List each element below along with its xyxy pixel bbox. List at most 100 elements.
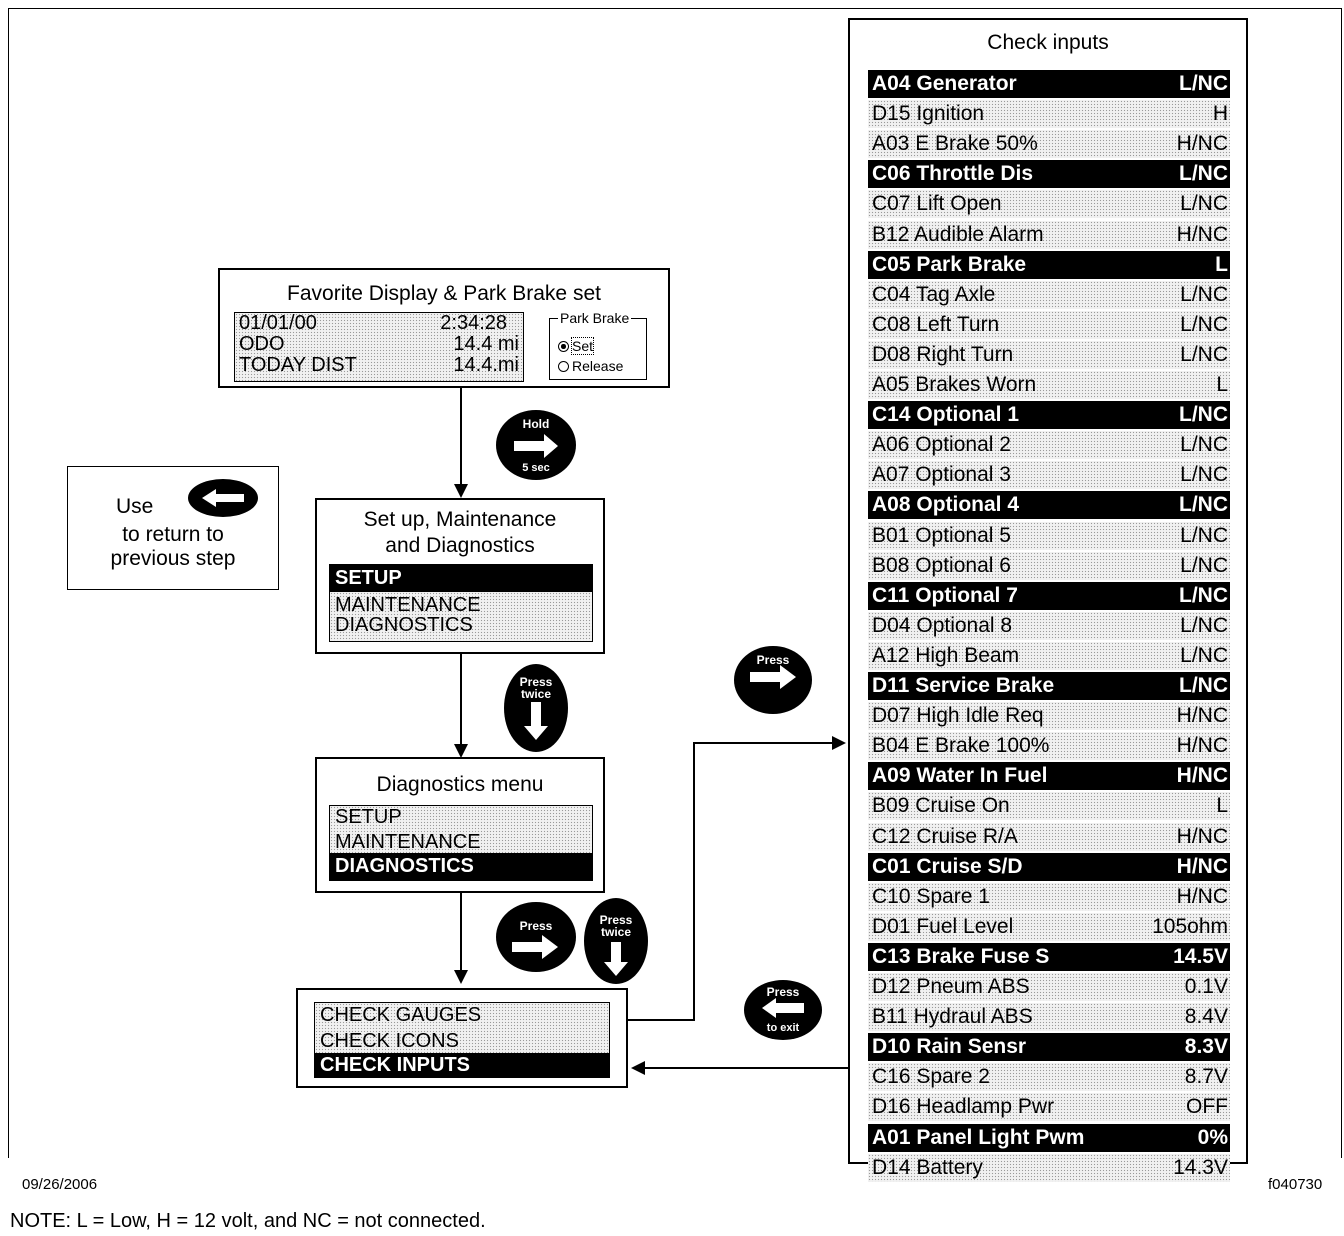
check-input-value: H/NC [1176,222,1228,246]
check-menu-item-inputs[interactable]: CHECK INPUTS [315,1053,609,1077]
lcd-row-odo: ODO 14.4 mi [235,334,523,355]
press-exit-top-label: Press [766,985,800,999]
check-input-value: L/NC [1180,553,1228,577]
lcd-row-datetime: 01/01/00 2:34:28 [235,313,523,334]
check-input-name: B04 E Brake 100% [872,734,1050,758]
check-input-name: A12 High Beam [872,643,1020,667]
check-input-name: D08 Right Turn [872,342,1014,366]
press-right-button-icon: Press [496,902,576,972]
check-input-value: L/NC [1180,643,1228,667]
setup-menu-item-maintenance[interactable]: MAINTENANCE [335,594,481,616]
setup-menu-item-diagnostics[interactable]: DIAGNOSTICS [335,614,473,636]
figure-id: f040730 [1268,1176,1323,1193]
check-input-name: C08 Left Turn [872,312,1000,336]
use-line-3: previous step [110,547,236,570]
favorite-display-box: Favorite Display & Park Brake set 01/01/… [218,268,670,388]
check-input-name: D14 Battery [872,1155,983,1179]
check-input-value: L/NC [1180,433,1228,457]
hold-button-bottom-label: 5 sec [522,462,550,474]
lcd-odo-value: 14.4 mi [453,333,519,355]
hold-button-top-label: Hold [522,417,550,431]
check-menu-item-gauges[interactable]: CHECK GAUGES [320,1004,482,1026]
press-twice-bottom-label-2: twice [600,925,631,939]
check-input-row: C16 Spare 2 8.7V [868,1063,1230,1092]
connector-arrowhead-3 [454,970,468,984]
connector-line-1 [460,388,462,484]
setup-menu-item-setup[interactable]: SETUP [330,565,592,592]
check-input-value: 14.5V [1173,944,1228,968]
check-input-name: A06 Optional 2 [872,433,1011,457]
check-input-value: 105ohm [1152,914,1228,938]
check-input-value: L/NC [1180,282,1228,306]
diag-menu-item-diagnostics[interactable]: DIAGNOSTICS [330,853,592,880]
check-input-row: D01 Fuel Level 105ohm [868,912,1230,941]
park-brake-option-release[interactable]: Release [558,357,623,375]
connector-line-4c [693,742,833,744]
check-input-name: C16 Spare 2 [872,1065,990,1089]
use-instruction-box: Use to return to previous step [67,466,279,590]
diagnostics-menu-box: Diagnostics menu SETUP MAINTENANCE DIAGN… [315,757,605,893]
diagnostics-menu-title: Diagnostics menu [376,773,544,796]
check-input-value: H/NC [1176,704,1228,728]
check-input-value: L/NC [1180,342,1228,366]
check-input-name: D07 High Idle Req [872,704,1044,728]
favorite-display-title: Favorite Display & Park Brake set [287,282,601,305]
check-input-value: L/NC [1180,463,1228,487]
check-input-row: B04 E Brake 100%H/NC [868,732,1230,761]
lcd-date: 01/01/00 [239,312,317,334]
connector-line-4a [628,1019,694,1021]
connector-line-3 [460,893,462,971]
park-brake-option-set[interactable]: Set [558,337,595,355]
check-menu-item-icons[interactable]: CHECK ICONS [320,1030,459,1052]
check-input-value: L/NC [1180,312,1228,336]
check-input-value: H/NC [1176,854,1228,878]
press-exit-button-icon: Press to exit [744,980,822,1040]
check-input-value: L [1216,794,1228,818]
diag-menu-item-setup[interactable]: SETUP [335,806,402,828]
check-input-name: D04 Optional 8 [872,613,1013,637]
check-input-name: D01 Fuel Level [872,914,1014,938]
press-exit-bottom-label: to exit [766,1022,800,1034]
check-input-name: B12 Audible Alarm [872,222,1044,246]
radio-unselected-icon [558,361,569,372]
check-input-name: C14 Optional 1 [872,403,1020,427]
check-input-row: C08 Left Turn L/NC [868,310,1230,339]
check-input-value: 14.3V [1173,1155,1228,1179]
check-menu-box: CHECK GAUGES CHECK ICONS CHECK INPUTS [296,988,628,1088]
check-input-name: D16 Headlamp Pwr [872,1095,1055,1119]
check-input-value: L/NC [1179,72,1228,95]
check-input-name: C10 Spare 1 [872,884,990,908]
check-input-value: 8.7V [1184,1065,1228,1089]
check-input-name: C12 Cruise R/A [872,824,1018,848]
setup-maintenance-diagnostics-box: Set up, Maintenance and Diagnostics SETU… [315,498,605,654]
park-brake-legend: Park Brake [558,309,632,327]
radio-selected-icon [558,341,569,352]
connector-line-5 [644,1067,848,1069]
connector-arrowhead-1 [454,484,468,498]
check-input-name: A05 Brakes Worn [872,373,1037,396]
diag-menu-item-maintenance[interactable]: MAINTENANCE [335,831,481,853]
press-twice-button-icon: Press twice [504,664,568,752]
check-menu-screen: CHECK GAUGES CHECK ICONS CHECK INPUTS [314,1002,610,1078]
check-input-value: L/NC [1179,674,1228,697]
diagnostics-menu-screen: SETUP MAINTENANCE DIAGNOSTICS [329,805,593,881]
check-input-value: L/NC [1180,613,1228,637]
press-twice-bottom-label-1: twice [520,687,551,701]
check-input-value: 0% [1197,1125,1228,1149]
check-input-value: 0.1V [1184,975,1228,998]
check-input-value: L/NC [1179,403,1228,427]
